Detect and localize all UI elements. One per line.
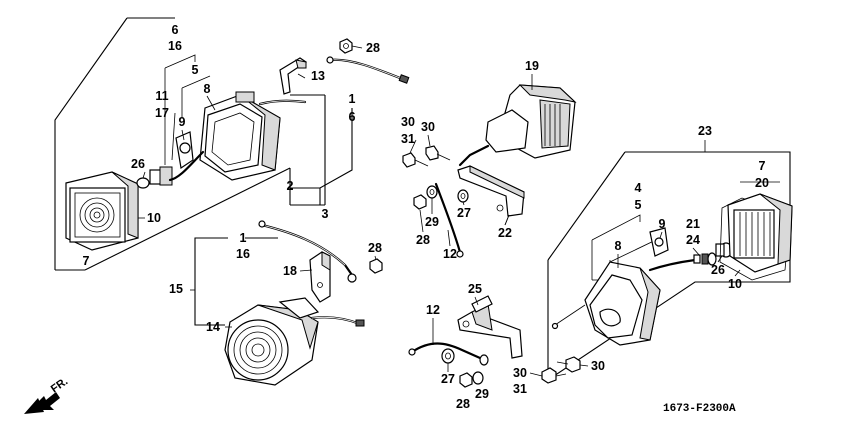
bracket-25 [457,295,523,359]
callout: 27 [457,206,471,220]
housing-right [584,261,661,346]
callout: 30 [513,366,527,380]
callout: 7 [759,159,766,173]
callout: 7 [83,254,90,268]
callout: 16 [168,39,182,53]
tail-lamp-19 [485,84,577,159]
callout: 11 [155,89,168,103]
center-upper-assembly [402,84,577,258]
callout: 24 [686,233,700,247]
leader-lines [138,45,741,377]
callout: 31 [401,132,415,146]
callout: 26 [711,263,725,277]
callout: 13 [311,69,325,83]
callout: 28 [366,41,380,55]
bolt-30-upper [402,145,451,168]
direction-label: FR. [49,375,70,395]
socket-left [175,131,194,170]
callout-labels: 6 16 5 11 8 17 9 26 10 7 2 3 13 28 1 6 1… [83,23,769,411]
mount-plate-13 [279,57,308,95]
callout: 28 [368,241,382,255]
callout: 16 [236,247,250,261]
nut-28-top [339,38,353,54]
front-lamp-14 [224,297,320,386]
housing-left [199,91,281,181]
callout: 30 [591,359,605,373]
front-lens-left [65,171,139,251]
callout: 31 [513,382,527,396]
callout: 19 [525,59,539,73]
callout: 10 [147,211,161,225]
callout: 1 [240,231,247,245]
callout: 29 [425,215,439,229]
callout: 6 [349,110,356,124]
callout: 10 [728,277,742,291]
callout: 5 [192,63,199,77]
callout: 6 [172,23,179,37]
callout: 8 [615,239,622,253]
callout: 22 [498,226,512,240]
hardware-lower [441,348,484,388]
callout: 27 [441,372,455,386]
callout: 4 [635,181,642,195]
left-lower-assembly [194,220,383,386]
bolts-lower [541,356,581,384]
callout: 20 [755,176,769,190]
callout: 28 [456,397,470,411]
callout: 9 [179,115,186,129]
bracket-18 [309,251,331,303]
callout: 28 [416,233,430,247]
small-parts-21-24 [693,252,717,266]
center-lower-assembly [408,295,581,388]
right-assembly [547,151,793,382]
callout: 29 [475,387,489,401]
front-direction-arrow: FR. [24,375,70,414]
bracket-22 [457,165,525,217]
callout: 8 [204,82,211,96]
left-upper-assembly [54,17,410,271]
callout: 15 [169,282,183,296]
nut-28-mid [369,258,383,274]
rear-lens-right [727,193,793,273]
callout: 30 [421,120,435,134]
callout: 2 [287,179,294,193]
callout: 26 [131,157,145,171]
bulb-left [136,166,173,189]
callout: 25 [468,282,482,296]
socket-right [649,227,669,257]
callout: 1 [349,92,356,106]
callout: 23 [698,124,712,138]
callout: 3 [322,207,329,221]
callout: 12 [426,303,440,317]
callout: 17 [155,106,169,120]
callout: 12 [443,247,457,261]
callout: 9 [659,217,666,231]
callout: 21 [686,217,700,231]
callout: 18 [283,264,297,278]
diagram-code: 1673-F2300A [663,403,736,415]
callout: 14 [206,320,220,334]
callout: 5 [635,198,642,212]
callout: 30 [401,115,415,129]
